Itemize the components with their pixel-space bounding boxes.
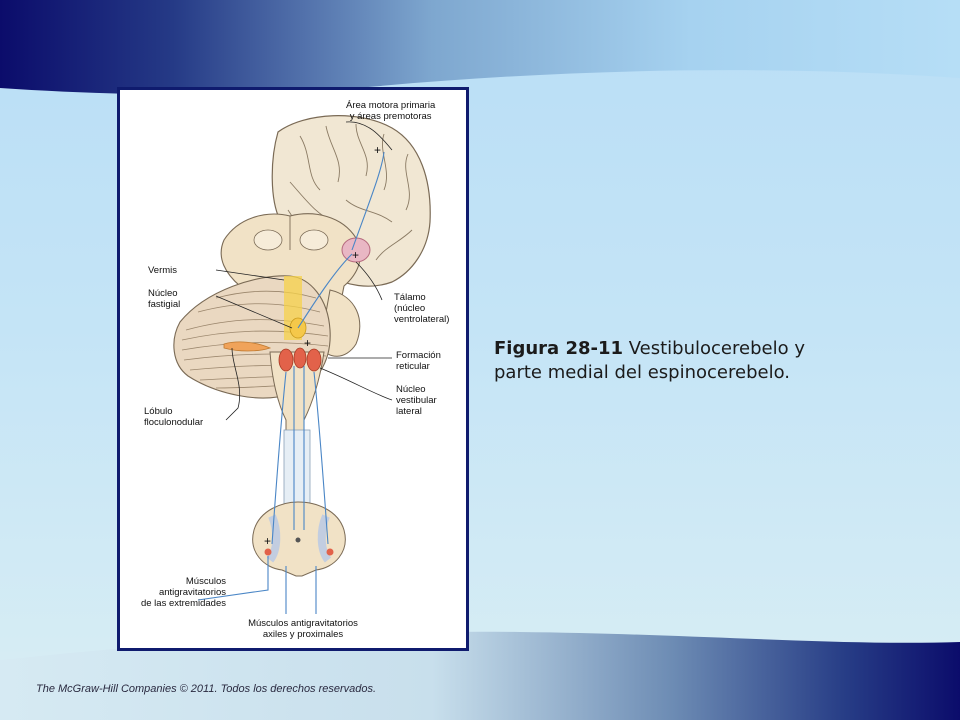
- plus-sign-brainstem: +: [304, 336, 312, 350]
- copyright-footer: The McGraw-Hill Companies © 2011. Todos …: [36, 683, 377, 695]
- leader-lines: [215, 121, 393, 421]
- label-talamo: Tálamo (núcleo ventrolateral): [394, 292, 450, 325]
- figure-panel: Área motora primaria y áreas premotoras …: [117, 87, 469, 651]
- label-lobulo-floculonodular: Lóbulo floculonodular: [144, 406, 204, 428]
- label-musculos-extremidades: Músculos antigravitatorios de las extrem…: [140, 576, 226, 609]
- label-vermis: Vermis: [148, 265, 178, 276]
- caption-line-2: parte medial del espinocerebelo.: [494, 362, 790, 383]
- cortex-gyri: [287, 123, 413, 261]
- vestibular-nucleus-left: [278, 348, 294, 372]
- top-wave-band: [0, 0, 960, 95]
- plus-sign-spinal-cord: +: [264, 534, 272, 548]
- reticular-formation-left: [293, 347, 307, 369]
- label-formacion-reticular: Formación reticular: [396, 350, 441, 372]
- label-nucleo-fastigial: Núcleo fastigial: [148, 288, 181, 310]
- cerebellum-illustration: [173, 115, 431, 614]
- pathway-lines: [197, 151, 385, 614]
- label-area-motora: Área motora primaria y áreas premotoras: [346, 100, 436, 122]
- bottom-wave-band: [0, 631, 960, 720]
- figure-caption: Figura 28-11 Vestibulocerebelo y parte m…: [494, 337, 894, 385]
- spinal-cord-column: [283, 429, 311, 509]
- caption-line-1: Vestibulocerebelo y: [623, 338, 805, 359]
- figure-number: Figura 28-11: [494, 338, 624, 359]
- plus-sign-cortex: +: [374, 143, 382, 157]
- reticular-formation-right: [306, 348, 322, 372]
- plus-sign-thalamus: +: [352, 248, 360, 262]
- label-nucleo-vestibular: Núcleo vestibular lateral: [396, 384, 437, 417]
- flocculonodular-lobule: [223, 341, 272, 352]
- label-musculos-axiles: Músculos antigravitatorios axiles y prox…: [248, 618, 358, 640]
